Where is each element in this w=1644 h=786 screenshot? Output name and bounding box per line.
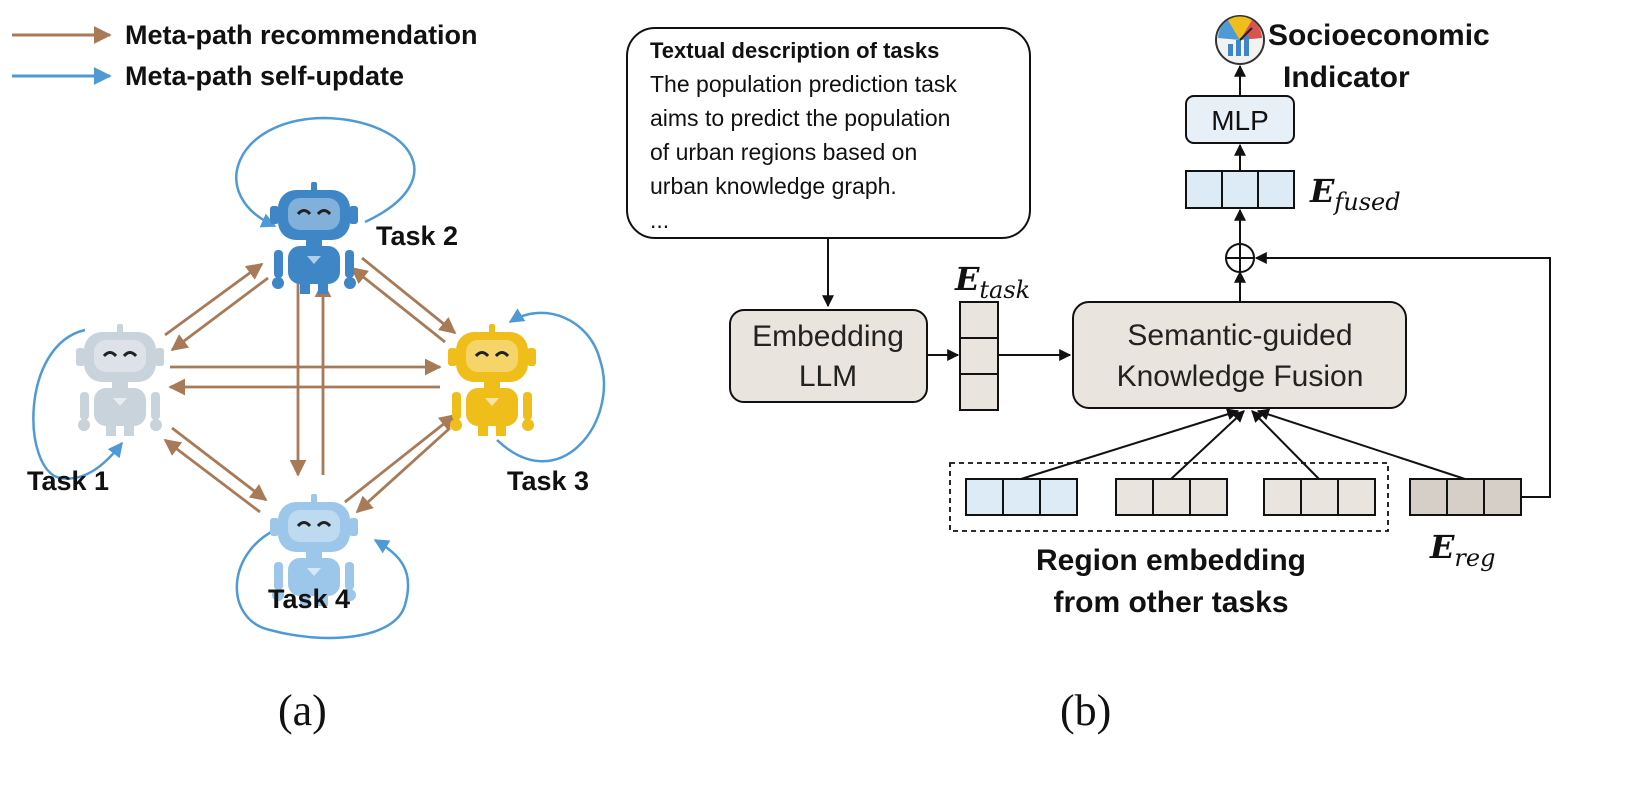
e-task-label: Etask [954,260,1030,304]
e-fused-label: Efused [1309,172,1401,216]
textual-description-line2: aims to predict the population [650,105,950,131]
embedding-llm-line1: Embedding [752,320,904,353]
textual-description-line5: ... [650,207,669,233]
textual-description-title: Textual description of tasks [650,38,939,63]
region-embedding-blue [965,478,1078,516]
textual-description-line4: urban knowledge graph. [650,173,897,199]
robot-task3-icon [446,322,538,438]
self-loop-task1 [32,328,123,480]
e-task-vector [959,301,999,411]
task3-label: Task 3 [507,466,589,496]
knowledge-fusion-line1: Semantic-guided [1127,319,1352,352]
region-embedding-group [949,462,1389,532]
embedding-llm-line2: LLM [799,360,857,393]
robot-task2-icon [268,180,360,296]
robot-task1-icon [74,322,166,438]
output-label-line2: Indicator [1283,61,1410,94]
legend-recommendation-label: Meta-path recommendation [125,20,478,50]
region-caption-line1: Region embedding [1036,544,1306,577]
task4-label: Task 4 [268,584,350,614]
self-loop-task2 [235,116,416,228]
recommendation-arrows [163,256,457,514]
arrow-ereg-to-sum [1254,252,1551,498]
e-reg-label: Ereg [1429,528,1495,572]
caption-a: (a) [278,686,327,735]
caption-b: (b) [1060,686,1111,735]
legend-self-update-label: Meta-path self-update [125,61,404,91]
self-loop-task4 [235,528,410,640]
region-embedding-tan-2 [1263,478,1376,516]
mlp-label: MLP [1211,105,1269,136]
region-caption-line2: from other tasks [1053,586,1288,619]
e-fused-vector [1185,170,1295,209]
self-loop-task3 [496,308,606,463]
region-embedding-tan-1 [1115,478,1228,516]
output-label-line1: Socioeconomic [1268,19,1490,52]
task2-label: Task 2 [376,221,458,251]
e-reg-vector [1409,478,1522,516]
textual-description-line1: The population prediction task [650,71,957,97]
task1-label: Task 1 [27,466,109,496]
gauge-chart-icon [1215,15,1265,65]
textual-description-line3: of urban regions based on [650,139,917,165]
circled-plus-icon [1225,243,1255,273]
arrows-embeddings-to-fusion [1020,408,1466,480]
knowledge-fusion-line2: Knowledge Fusion [1117,360,1364,393]
